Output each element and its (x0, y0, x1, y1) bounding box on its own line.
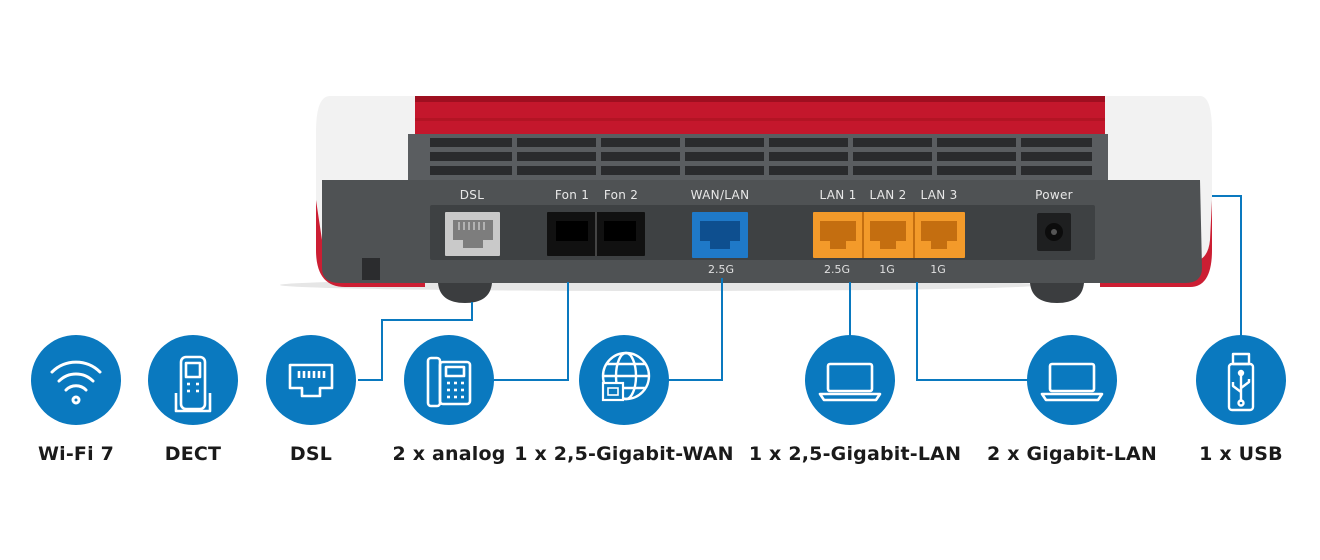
globe-icon (579, 335, 669, 425)
power-port (1037, 213, 1071, 251)
port-label-dsl: DSL (459, 188, 485, 202)
fon-ports (547, 212, 645, 256)
dsl-port-icon (266, 335, 356, 425)
port-label-fon1: Fon 1 (554, 188, 590, 202)
port-label-fon2: Fon 2 (603, 188, 639, 202)
laptop-icon (805, 335, 895, 425)
speed-label-lan2: 1G (879, 263, 895, 276)
port-label-wanlan: WAN/LAN (690, 188, 750, 202)
port-label-power: Power (1035, 188, 1073, 202)
port-label-lan1: LAN 1 (819, 188, 857, 202)
feature-label-analog: 2 x analog (392, 443, 506, 465)
speed-label-wan: 2.5G (707, 263, 735, 276)
feature-label-wan: 1 x 2,5-Gigabit-WAN (514, 443, 734, 465)
port-label-lan3: LAN 3 (920, 188, 958, 202)
router-housing (280, 96, 1212, 303)
feature-label-lan1g: 2 x Gigabit-LAN (986, 443, 1158, 465)
wifi-icon (31, 335, 121, 425)
analog-phone-icon (404, 335, 494, 425)
usb-icon (1196, 335, 1286, 425)
feature-label-usb: 1 x USB (1199, 443, 1283, 465)
lan-ports (813, 212, 965, 258)
feature-label-dsl: DSL (289, 443, 333, 465)
feature-label-dect: DECT (164, 443, 222, 465)
dsl-port (445, 212, 500, 256)
wan-port (692, 212, 748, 258)
laptop-icon (1027, 335, 1117, 425)
feature-label-lan25: 1 x 2,5-Gigabit-LAN (748, 443, 962, 465)
port-label-lan2: LAN 2 (869, 188, 907, 202)
dect-phone-icon (148, 335, 238, 425)
connector-lines (358, 195, 1242, 381)
feature-label-wifi: Wi-Fi 7 (37, 443, 115, 465)
speed-label-lan1: 2.5G (823, 263, 851, 276)
speed-label-lan3: 1G (930, 263, 946, 276)
